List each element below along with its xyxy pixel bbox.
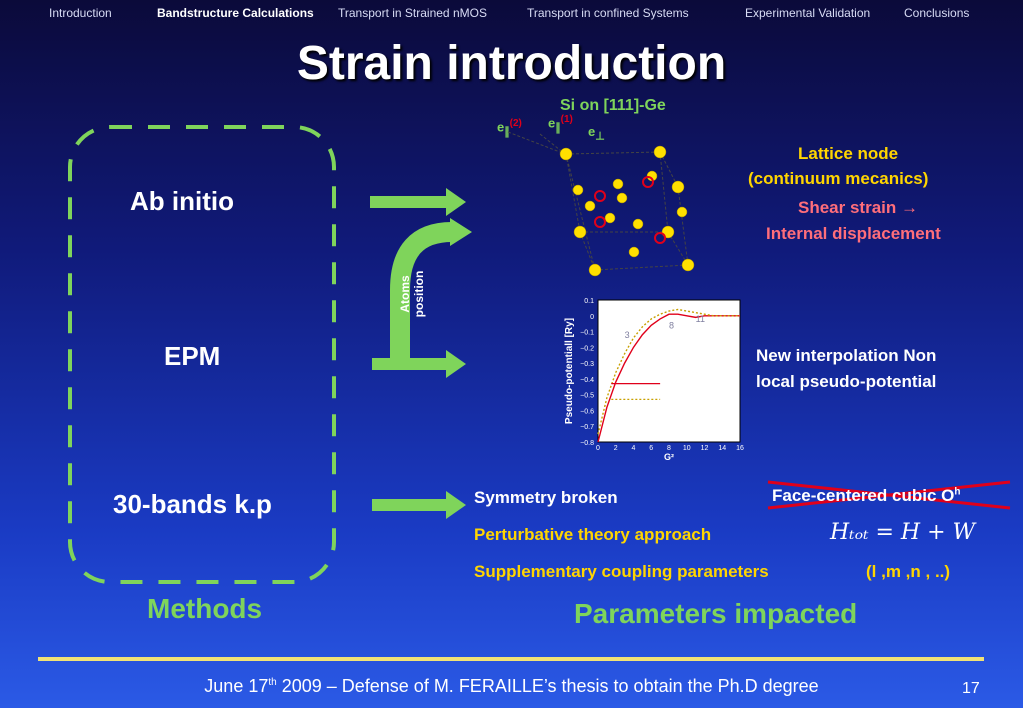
nav-transport-strained[interactable]: Transport in Strained nMOS — [338, 6, 487, 20]
supplementary: Supplementary coupling parameters — [474, 562, 769, 581]
y-axis-label: Pseudo-potentiall [Ry] — [564, 318, 575, 424]
method-epm: EPM — [164, 341, 221, 371]
methods-label: Methods — [147, 593, 263, 624]
x-tick-label: 4 — [632, 445, 636, 452]
arrow-kp — [372, 491, 466, 519]
y-tick-label: −0.6 — [580, 408, 594, 415]
x-tick-label: 10 — [683, 445, 691, 452]
y-tick-label: −0.5 — [580, 393, 594, 400]
y-tick-label: −0.4 — [580, 377, 594, 384]
x-tick-label: 2 — [614, 445, 618, 452]
nav-experimental[interactable]: Experimental Validation — [745, 6, 871, 20]
y-tick-label: 0 — [590, 314, 594, 321]
top-nav: Introduction Bandstructure Calculations … — [0, 4, 1023, 22]
chart-annotation: 3 — [625, 330, 630, 340]
x-tick-label: 12 — [701, 445, 709, 452]
e-parallel-1: e∥(1) — [548, 114, 573, 134]
method-ab-initio: Ab initio — [130, 186, 234, 216]
y-tick-label: 0.1 — [584, 298, 594, 305]
y-tick-label: −0.7 — [580, 424, 594, 431]
params-impacted: Parameters impacted — [574, 598, 858, 629]
series-line-ge — [597, 308, 740, 435]
shear-strain: Shear strain → — [798, 198, 918, 217]
e-perp: e⊥ — [588, 124, 605, 143]
chart-annotation: 8 — [669, 320, 674, 330]
legend-relaxed: (Symbol) Relaxed — [616, 410, 692, 420]
symmetry-broken: Symmetry broken — [474, 488, 618, 507]
arrow-epm — [372, 350, 466, 378]
e-parallel-2: e∥(2) — [497, 118, 522, 138]
nav-bandstructure[interactable]: Bandstructure Calculations — [157, 6, 314, 20]
methods-dashed-box — [68, 125, 336, 584]
y-tick-label: −0.3 — [580, 361, 594, 368]
curved-arrow-atoms — [390, 222, 453, 358]
lattice-node-2: (continuum mecanics) — [748, 169, 929, 188]
x-tick-label: 14 — [718, 445, 726, 452]
footer-text: June 17th 2009 – Defense of M. FERAILLE’… — [204, 676, 819, 696]
legend-si-label: Si — [696, 372, 705, 382]
method-kp: 30-bands k.p — [113, 489, 272, 519]
arrow-ab-initio — [370, 188, 466, 216]
y-tick-label: −0.8 — [580, 440, 594, 447]
x-tick-label: 16 — [736, 445, 744, 452]
nav-transport-confined[interactable]: Transport in confined Systems — [527, 6, 689, 20]
crystal-lattice — [507, 131, 695, 277]
nav-conclusions[interactable]: Conclusions — [904, 6, 970, 20]
interp-2: local pseudo-potential — [756, 372, 937, 391]
lmn: (l ,m ,n , ..) — [866, 562, 951, 581]
lattice-node-1: Lattice node — [798, 144, 899, 163]
interp-1: New interpolation Non — [756, 346, 937, 365]
formula: Hₜₒₜ = H + W — [830, 520, 976, 545]
nav-introduction[interactable]: Introduction — [49, 6, 112, 20]
y-tick-label: −0.2 — [580, 345, 594, 352]
page-title: Strain introduction — [296, 37, 727, 90]
page-number: 17 — [962, 680, 980, 697]
fcc-struck: Face-centered cubic Oh — [772, 486, 961, 505]
x-tick-label: 0 — [596, 445, 600, 452]
legend-ge-label: Ge — [696, 388, 708, 398]
footer-divider — [38, 657, 984, 661]
chart-annotation: 11 — [696, 314, 705, 324]
internal-displacement: Internal displacement — [766, 224, 941, 243]
x-tick-label: 6 — [649, 445, 653, 452]
x-axis-label: G² — [664, 452, 674, 462]
atoms-position-label: Atoms position — [398, 270, 426, 318]
x-tick-label: 8 — [667, 445, 671, 452]
perturbative: Perturbative theory approach — [474, 525, 712, 544]
crystal-title: Si on [111]-Ge — [560, 97, 666, 114]
y-tick-label: −0.1 — [580, 330, 594, 337]
